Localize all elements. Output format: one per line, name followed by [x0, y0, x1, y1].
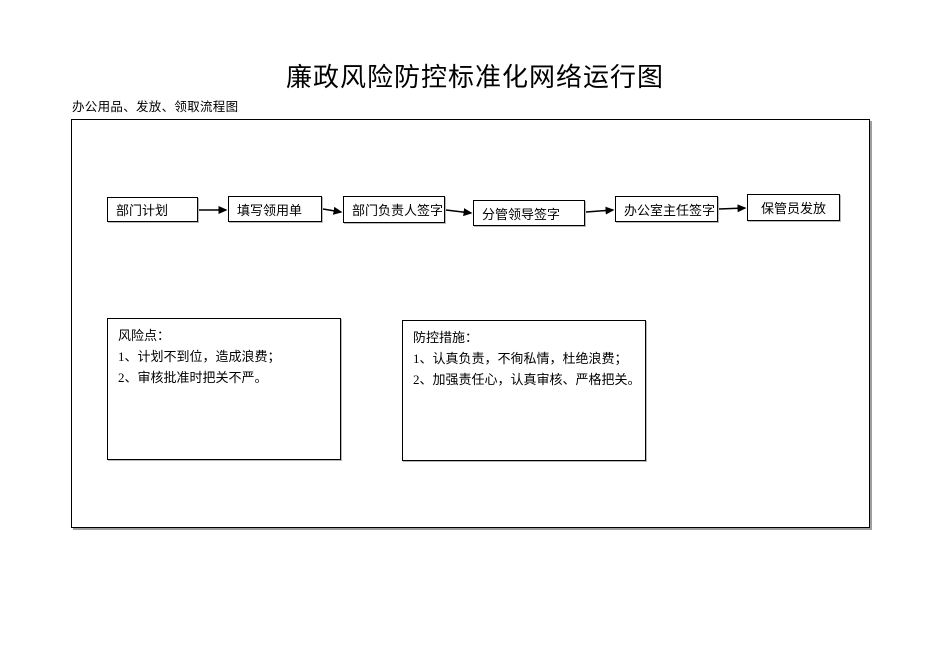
risk-points-box: 风险点： 1、计划不到位，造成浪费； 2、审核批准时把关不严。 — [107, 318, 341, 460]
flow-step-office-director-signature: 办公室主任签字 — [615, 196, 718, 222]
control-measures-box: 防控措施： 1、认真负责，不徇私情，杜绝浪费； 2、加强责任心，认真审核、严格把… — [402, 320, 646, 461]
risk-points-heading: 风险点： — [118, 328, 171, 343]
flow-step-department-plan: 部门计划 — [107, 197, 198, 222]
control-measure-item: 2、加强责任心，认真审核、严格把关。 — [413, 372, 641, 387]
flow-step-fill-requisition-form: 填写领用单 — [228, 196, 322, 222]
control-measures-heading: 防控措施： — [413, 330, 479, 345]
risk-point-item: 1、计划不到位，造成浪费； — [118, 349, 281, 364]
risk-point-item: 2、审核批准时把关不严。 — [118, 370, 268, 385]
flow-step-label: 填写领用单 — [237, 202, 303, 218]
flowchart-caption: 办公用品、发放、领取流程图 — [72, 100, 239, 114]
flow-step-supervising-leader-signature: 分管领导签字 — [473, 200, 585, 226]
flow-step-custodian-issues: 保管员发放 — [747, 194, 840, 221]
flow-step-label: 部门负责人签字 — [352, 203, 444, 218]
flow-step-label: 办公室主任签字 — [624, 202, 716, 218]
flow-step-label: 保管员发放 — [760, 201, 826, 216]
flow-step-label: 分管领导签字 — [482, 206, 561, 222]
flow-step-label: 部门计划 — [116, 203, 169, 218]
flow-step-department-head-signature: 部门负责人签字 — [343, 196, 445, 223]
control-measure-item: 1、认真负责，不徇私情，杜绝浪费； — [413, 351, 628, 366]
page-title: 廉政风险防控标准化网络运行图 — [285, 63, 664, 92]
